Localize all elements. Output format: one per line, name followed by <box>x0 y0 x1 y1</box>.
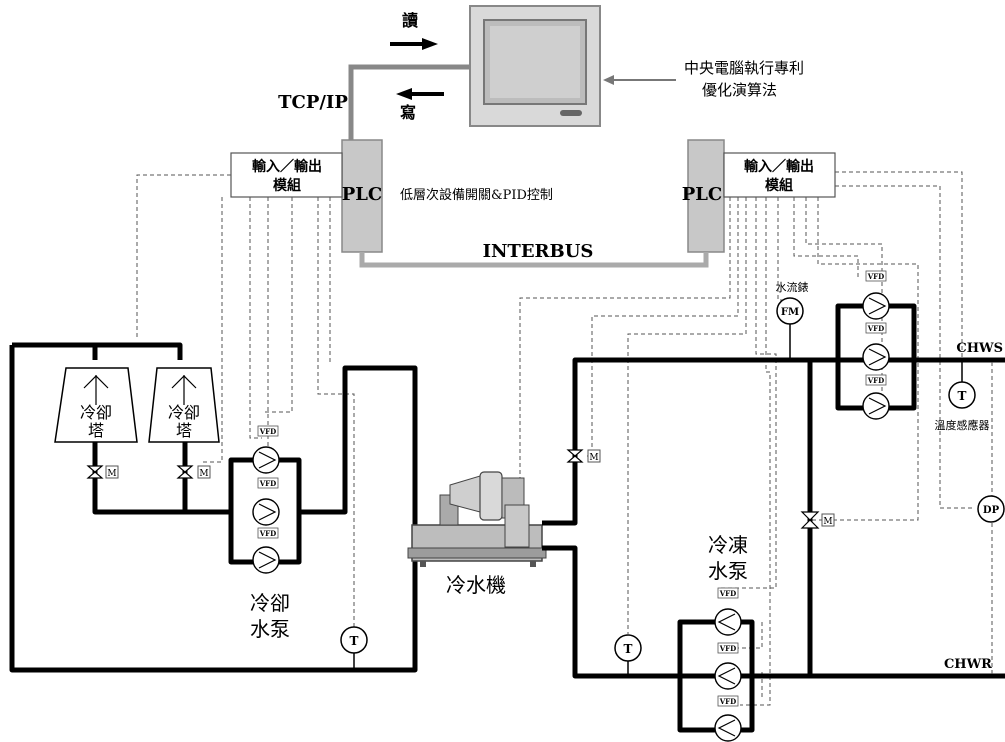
bypass-motor-valve: M <box>800 511 835 529</box>
dp-symbol: DP <box>983 505 1000 516</box>
left-io-module-line2: 模組 <box>273 177 301 194</box>
valve-m-label-2: M <box>199 469 208 479</box>
chilled-pump-label-2: 水泵 <box>708 559 748 583</box>
temp-symbol-2: T <box>624 642 633 656</box>
low-level-control-label: 低層次設備開關&PID控制 <box>400 187 553 203</box>
interbus-label: INTERBUS <box>483 241 594 262</box>
central-computer-label-2: 優化演算法 <box>702 81 777 99</box>
valve-m-label-1: M <box>107 469 116 479</box>
right-io-module-line1: 輸入／輸出 <box>744 158 814 175</box>
cooling-tower-1-line1: 冷卻 <box>80 403 112 422</box>
cooling-tower-2-line2: 塔 <box>176 421 192 440</box>
chws-label: CHWS <box>956 341 1003 356</box>
chwr-label: CHWR <box>944 657 992 672</box>
vfd-label-c2: VFD <box>259 479 276 488</box>
temp-sensor-label: 溫度感應器 <box>935 418 990 432</box>
vfd-label-c3: VFD <box>259 529 276 538</box>
vfd-label-s1: VFD <box>867 272 884 281</box>
flow-meter: FM <box>776 297 804 360</box>
secondary-pump-vfd-boxes: VFD VFD VFD <box>865 270 887 386</box>
left-io-module-line1: 輸入／輸出 <box>252 158 322 175</box>
left-plc-label: PLC <box>342 184 383 205</box>
chilled-return-temp-sensor: T <box>614 634 642 676</box>
cooling-tower-1-line2: 塔 <box>88 421 104 440</box>
condenser-pump-3 <box>252 546 280 574</box>
central-computer-label-1: 中央電腦執行專利 <box>684 59 804 77</box>
write-label: 寫 <box>400 103 416 122</box>
vfd-label-p2: VFD <box>719 644 736 653</box>
cooling-tower-2: 冷卻 塔 <box>148 367 220 443</box>
cooling-tower-2-motor-valve: M <box>176 465 211 479</box>
temp-symbol-3: T <box>958 389 967 403</box>
cooling-tower-1: 冷卻 塔 <box>54 367 138 443</box>
read-arrow-icon <box>390 38 438 50</box>
vfd-label-s2: VFD <box>867 324 884 333</box>
annotation-arrow-icon <box>603 75 676 85</box>
chilled-pump-1 <box>714 608 742 636</box>
chilled-water-piping <box>542 303 1005 733</box>
valve-m-label-4: M <box>823 517 832 527</box>
secondary-pump-3 <box>862 392 890 420</box>
interbus-link <box>359 252 709 268</box>
chilled-pump-2 <box>714 662 742 690</box>
vfd-label-c1: VFD <box>259 427 276 436</box>
write-arrow-icon <box>396 88 444 100</box>
cooling-pump-label-2: 水泵 <box>250 617 290 641</box>
secondary-pump-1 <box>862 292 890 320</box>
cooling-tower-1-motor-valve: M <box>86 465 119 479</box>
left-control-wiring <box>136 174 355 628</box>
flow-meter-symbol: FM <box>781 307 799 318</box>
cooling-tower-2-line1: 冷卻 <box>168 403 200 422</box>
central-computer-monitor <box>469 5 601 127</box>
dp-sensor: DP <box>977 362 1005 674</box>
right-io-module-line2: 模組 <box>765 177 793 194</box>
tcpip-label: TCP/IP <box>278 92 348 113</box>
tcpip-link <box>348 64 470 140</box>
condenser-pump-vfd-boxes: VFD VFD VFD <box>257 425 279 539</box>
read-label: 讀 <box>402 11 418 30</box>
condenser-temp-sensor: T <box>340 626 368 670</box>
right-plc-box <box>687 139 725 253</box>
cooling-pump-label-1: 冷卻 <box>250 591 290 615</box>
vfd-label-p3: VFD <box>719 697 736 706</box>
left-plc-box <box>341 139 383 253</box>
chilled-pump-vfd-boxes: VFD VFD VFD <box>717 587 739 707</box>
condenser-water-piping <box>9 342 418 673</box>
condenser-pump-1 <box>252 446 280 474</box>
right-plc-label: PLC <box>682 184 723 205</box>
valve-m-label-3: M <box>589 453 598 463</box>
vfd-label-s3: VFD <box>867 376 884 385</box>
chiller-unit <box>407 471 547 567</box>
flow-meter-label: 水流錶 <box>776 280 809 294</box>
secondary-pump-2 <box>862 343 890 371</box>
supply-temp-sensor: T <box>948 360 976 409</box>
chilled-pump-label-1: 冷凍 <box>708 533 748 557</box>
right-io-module-box <box>723 152 836 198</box>
condenser-pump-2 <box>252 498 280 526</box>
chiller-label: 冷水機 <box>446 573 506 597</box>
chilled-pump-3 <box>714 714 742 742</box>
vfd-label-p1: VFD <box>719 589 736 598</box>
chilled-motor-valve: M <box>566 449 601 463</box>
temp-symbol-1: T <box>350 634 359 648</box>
